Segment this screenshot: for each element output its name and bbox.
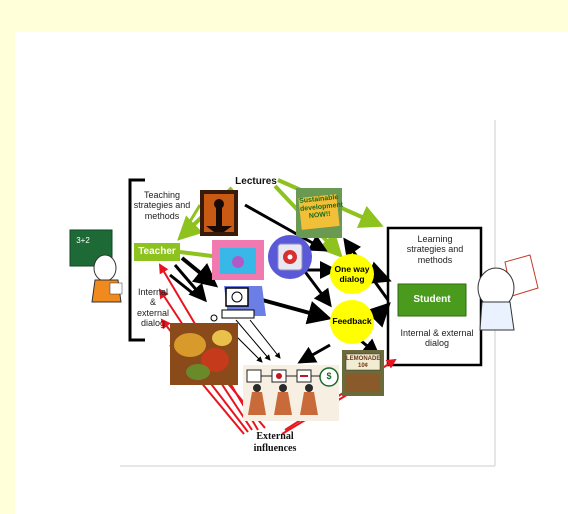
autumn-leaves-image [170, 323, 238, 385]
feedback-label: Feedback [330, 317, 374, 327]
sustainable-sign-text: Sustainable development NOW!! [299, 194, 339, 222]
one-way-dialog-label: One way dialog [332, 265, 372, 285]
student-label: Student [398, 294, 466, 306]
teacher-dialog-label: Internal & external dialog [134, 287, 172, 328]
lemonade-sign-text: LEMONADE 10¢ [346, 356, 380, 370]
cd-disk-image [268, 235, 312, 279]
external-influences-label: External influences [240, 431, 310, 454]
lectures-label: Lectures [226, 176, 286, 188]
lecture-speaker-image [200, 190, 238, 236]
teacher-strategies-label: Teaching strategies and methods [130, 190, 194, 221]
student-strategies-label: Learning strategies and methods [404, 234, 466, 265]
teacher-label: Teacher [134, 246, 180, 258]
money-step-icon: $ [322, 371, 336, 381]
student-dialog-label: Internal & external dialog [398, 328, 476, 349]
media-teaching-image [212, 240, 264, 280]
chalkboard-text: 3+2 [72, 236, 94, 245]
